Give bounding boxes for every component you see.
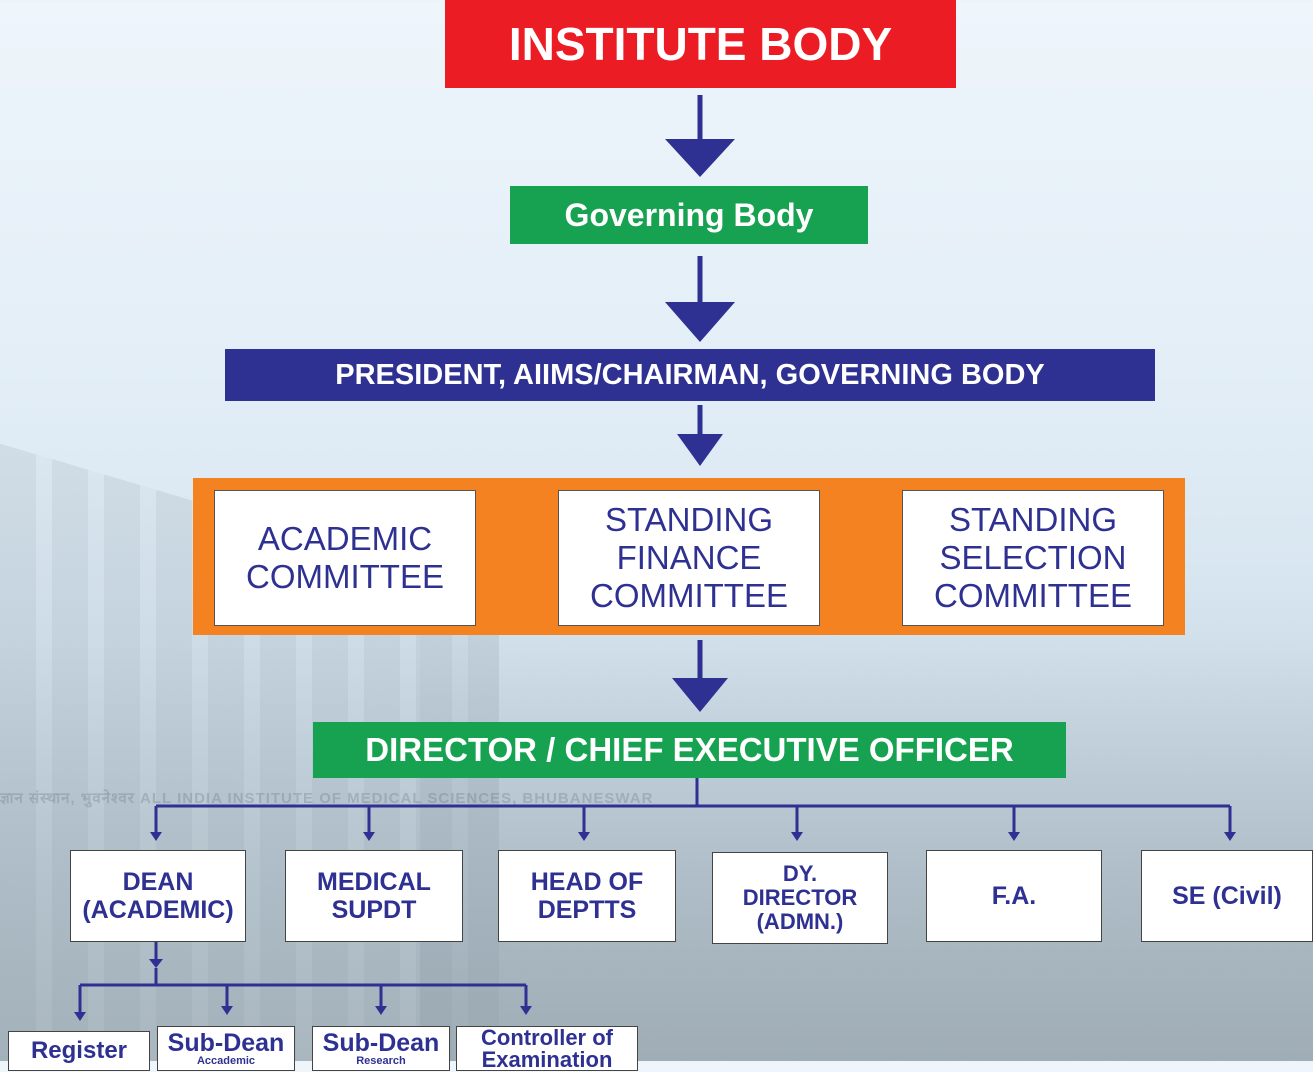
officer-line: SE (Civil) (1172, 882, 1282, 910)
institute-body-box: INSTITUTE BODY (445, 0, 956, 88)
officer-line: DEPTTS (537, 896, 637, 924)
governing-body-box: Governing Body (510, 186, 868, 244)
committee-line: COMMITTEE (934, 576, 1132, 614)
register-box: Register (8, 1031, 150, 1071)
committee-line: ACADEMIC (257, 520, 433, 558)
controller-of-examination-box: Controller of Examination (456, 1026, 638, 1071)
officer-line: (ACADEMIC) (82, 896, 234, 924)
director-box: DIRECTOR / CHIEF EXECUTIVE OFFICER (313, 722, 1066, 778)
dean-academic-box: DEAN(ACADEMIC) (70, 850, 246, 942)
dean-arrow (149, 959, 163, 968)
subunit-title: Register (30, 1037, 128, 1064)
officer-line: DIRECTOR (742, 885, 858, 911)
officer-line: SUPDT (331, 896, 417, 924)
committee-line: SELECTION (939, 539, 1127, 577)
officer-arrow (150, 832, 162, 841)
subunit-subtitle: Examination (481, 1046, 613, 1072)
officer-line: DEAN (122, 868, 194, 896)
arrow-head (677, 434, 723, 466)
se-civil-box: SE (Civil) (1141, 850, 1313, 942)
subunit-subtitle: Accademic (196, 1054, 256, 1067)
subunit-arrow (221, 1006, 233, 1015)
committee-line: STANDING (604, 501, 774, 539)
subunit-title: Controller of (481, 1024, 613, 1050)
officer-arrow (363, 832, 375, 841)
officer-arrow (578, 832, 590, 841)
officer-arrow (1224, 832, 1236, 841)
arrow-head (665, 302, 735, 342)
officer-line: HEAD OF (530, 868, 644, 896)
arrow-head (665, 139, 735, 177)
sub-dean-research-box: Sub-Dean Research (312, 1026, 450, 1071)
dy-director-admn-box: DY.DIRECTOR(ADMN.) (712, 852, 888, 944)
officer-arrow (1008, 832, 1020, 841)
subunit-title: Sub-Dean (167, 1028, 285, 1057)
committee-line: FINANCE (616, 539, 762, 577)
fa-box: F.A. (926, 850, 1102, 942)
officer-line: DY. (782, 861, 818, 887)
committee-line: STANDING (948, 501, 1118, 539)
subunit-arrow (74, 1012, 86, 1021)
officer-line: (ADMN.) (756, 908, 844, 934)
subunit-subtitle: Research (356, 1054, 406, 1067)
president-box: PRESIDENT, AIIMS/CHAIRMAN, GOVERNING BOD… (225, 349, 1155, 401)
background-building-right (420, 560, 1313, 1061)
background-sign-text: ज्ञान संस्थान, भुवनेश्वर ALL INDIA INSTI… (0, 790, 654, 807)
committee-line: COMMITTEE (590, 576, 788, 614)
officer-line: F.A. (991, 882, 1037, 910)
subunit-title: Sub-Dean (322, 1028, 440, 1057)
subunit-arrow (520, 1006, 532, 1015)
sub-dean-academic-box: Sub-Dean Accademic (157, 1026, 295, 1071)
committee-line: COMMITTEE (246, 558, 444, 595)
officer-line: MEDICAL (317, 868, 431, 896)
arrow-head (672, 678, 728, 712)
subunit-arrow (375, 1006, 387, 1015)
officer-arrow (791, 832, 803, 841)
